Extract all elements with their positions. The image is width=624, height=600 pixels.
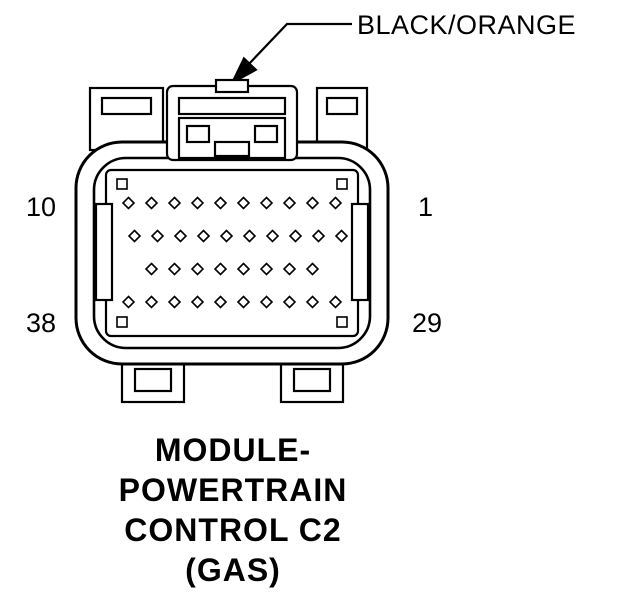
top-right-tab-inner: [325, 96, 359, 116]
pin-cavity-diamond: [190, 295, 205, 309]
pin-cavity-diamond: [288, 229, 303, 243]
pin-label-1: 1: [418, 192, 434, 222]
pin-cavity-diamond: [150, 229, 165, 243]
pin-cavity-diamond: [328, 196, 343, 210]
latch-left-detent: [185, 124, 211, 144]
pin-cavity-diamond: [259, 262, 274, 276]
pin-cavity-diamond: [311, 229, 326, 243]
pin-cavity-diamond: [167, 262, 182, 276]
pin-cavity-diamond: [334, 229, 349, 243]
latch-upper-slot: [177, 96, 287, 116]
pin-cavity-diamond: [236, 295, 251, 309]
latch-right-detent: [253, 124, 279, 144]
pin-label-10: 10: [25, 192, 56, 222]
pin-cavity-diamond: [167, 196, 182, 210]
pin-cavity-diamond: [213, 295, 228, 309]
title-line-4: (GAS): [185, 552, 281, 588]
keyway-left: [94, 202, 114, 302]
pin-cavity-diamond: [305, 196, 320, 210]
pin-cavity-diamond: [196, 229, 211, 243]
pin-label-38: 38: [25, 308, 56, 338]
pin-cavity-diamond: [265, 229, 280, 243]
pin-cavity-diamond: [121, 295, 136, 309]
pin-cavity-diamond: [259, 295, 274, 309]
title-line-2: POWERTRAIN: [118, 472, 348, 508]
bottom-right-tab-window: [292, 367, 332, 393]
pin-cavity-diamond: [242, 229, 257, 243]
title-line-3: CONTROL C2: [124, 512, 342, 548]
corner-key-top-left: [116, 178, 128, 190]
keyway-right: [350, 202, 370, 302]
top-left-tab-inner: [100, 96, 153, 116]
pin-cavity-diamond: [144, 262, 159, 276]
corner-key-bottom-left: [116, 316, 128, 328]
pin-cavity-diamond: [144, 295, 159, 309]
pin-cavity-diamond: [190, 262, 205, 276]
pin-cavity-diamond: [219, 229, 234, 243]
pin-cavity-diamond: [213, 196, 228, 210]
callout-arrow-line: [246, 22, 352, 67]
pin-cavity-diamond: [167, 295, 182, 309]
pin-cavity-diamond: [282, 262, 297, 276]
pin-field-outline: [104, 168, 360, 338]
pin-cavity-diamond: [144, 196, 159, 210]
pin-cavity-diamond: [328, 295, 343, 309]
pin-grid: [121, 196, 349, 309]
bottom-left-tab-window: [133, 367, 173, 393]
connector-title: MODULE- POWERTRAIN CONTROL C2 (GAS): [84, 430, 382, 590]
pin-cavity-diamond: [305, 262, 320, 276]
wire-color-label: BLACK/ORANGE: [357, 10, 577, 40]
title-line-1: MODULE-: [154, 432, 312, 468]
pin-cavity-diamond: [190, 196, 205, 210]
corner-key-top-right: [336, 178, 348, 190]
pin-cavity-diamond: [305, 295, 320, 309]
pin-cavity-diamond: [213, 262, 228, 276]
pin-cavity-diamond: [259, 196, 274, 210]
latch-top-notch: [214, 78, 250, 94]
pin-cavity-diamond: [236, 262, 251, 276]
pin-cavity-diamond: [236, 196, 251, 210]
corner-key-bottom-right: [336, 316, 348, 328]
pin-label-29: 29: [412, 308, 443, 338]
pin-cavity-diamond: [282, 295, 297, 309]
latch-center-tab: [213, 140, 251, 158]
callout-arrow-head: [229, 56, 258, 86]
pin-cavity-diamond: [173, 229, 188, 243]
pin-cavity-diamond: [282, 196, 297, 210]
pin-cavity-diamond: [127, 229, 142, 243]
pin-cavity-diamond: [121, 196, 136, 210]
